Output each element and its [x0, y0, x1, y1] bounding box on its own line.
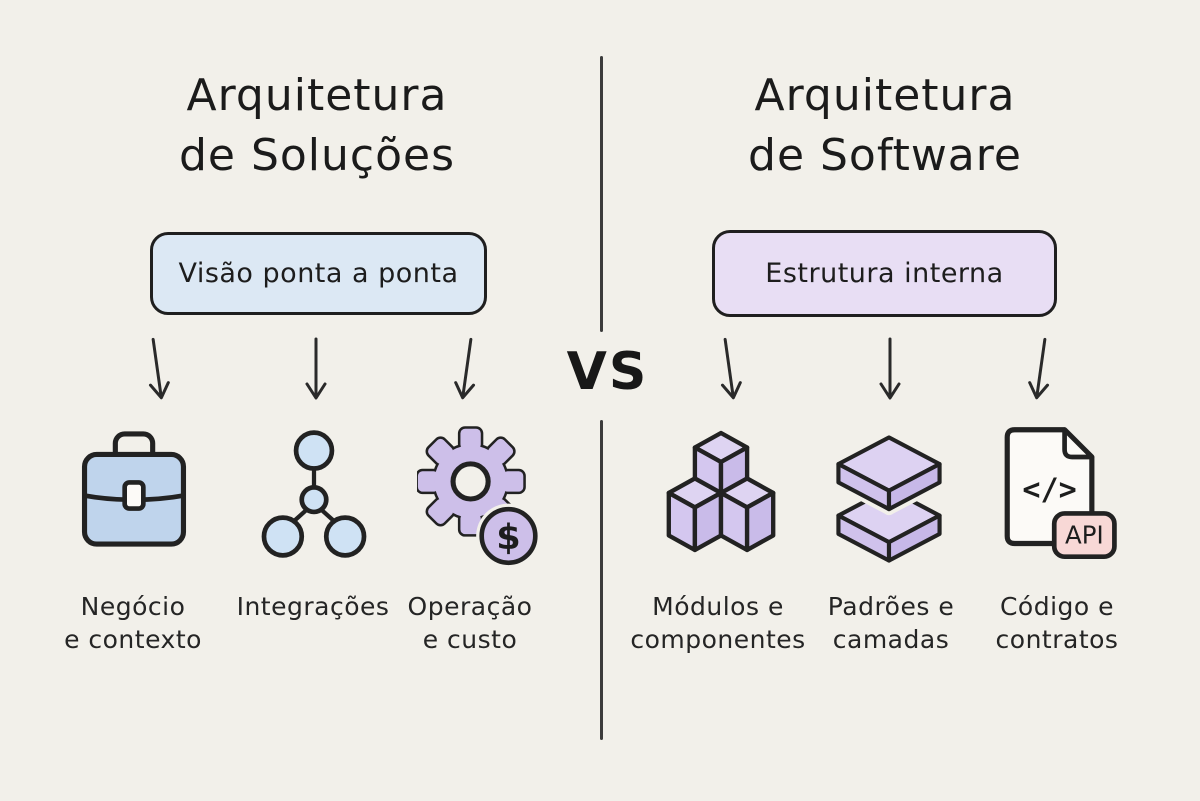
dollar-coin [479, 506, 538, 566]
api-badge [1051, 511, 1117, 560]
label-line: Padrões e [827, 592, 955, 621]
down-arrow-icon [454, 337, 476, 400]
label-line: componentes [630, 625, 806, 654]
solutions-title-line2: de Soluções [178, 130, 456, 181]
label-line: e contexto [64, 625, 202, 654]
code-glyph: </> [1022, 472, 1076, 507]
code-document-api-icon: </> API [1004, 427, 1117, 560]
gear-dollar-icon: $ [417, 426, 539, 569]
cubes-icon [666, 430, 776, 553]
label-line: camadas [832, 625, 950, 654]
software-summary-label: Estrutura interna [765, 258, 1004, 289]
label-line: Operação [407, 592, 533, 621]
briefcase-icon [81, 431, 187, 547]
vs-label: VS [566, 342, 649, 402]
label-negocio-contexto: Negócio e contexto [33, 590, 233, 656]
divider-line-top [600, 56, 603, 332]
label-modulos-componentes: Módulos e componentes [618, 590, 818, 656]
software-title: Arquitetura de Software [660, 66, 1110, 186]
label-codigo-contratos: Código e contratos [957, 590, 1157, 656]
solutions-title-line1: Arquitetura [186, 70, 448, 121]
page-fold [1062, 427, 1095, 460]
label-padroes-camadas: Padrões e camadas [791, 590, 991, 656]
down-arrow-icon [305, 337, 327, 400]
down-arrow-icon [1028, 337, 1050, 400]
software-summary-box: Estrutura interna [712, 230, 1057, 317]
software-title-line1: Arquitetura [754, 70, 1016, 121]
down-arrow-icon [720, 337, 742, 400]
api-badge-label: API [1065, 521, 1104, 550]
network-icon [261, 430, 367, 558]
solutions-summary-box: Visão ponta a ponta [150, 232, 487, 315]
divider-line-bottom [600, 420, 603, 740]
solutions-summary-label: Visão ponta a ponta [178, 258, 459, 289]
down-arrow-icon [148, 337, 170, 400]
dollar-symbol: $ [496, 517, 520, 558]
label-line: Módulos e [652, 592, 784, 621]
layers-icon [832, 431, 946, 563]
label-operacao-custo: Operação e custo [370, 590, 570, 656]
label-line: e custo [422, 625, 518, 654]
down-arrow-icon [879, 337, 901, 400]
software-title-line2: de Software [748, 130, 1022, 181]
label-line: Integrações [236, 592, 390, 621]
solutions-title: Arquitetura de Soluções [92, 66, 542, 186]
label-line: Negócio [80, 592, 186, 621]
label-line: contratos [995, 625, 1119, 654]
label-line: Código e [999, 592, 1115, 621]
label-integracoes: Integrações [213, 590, 413, 623]
